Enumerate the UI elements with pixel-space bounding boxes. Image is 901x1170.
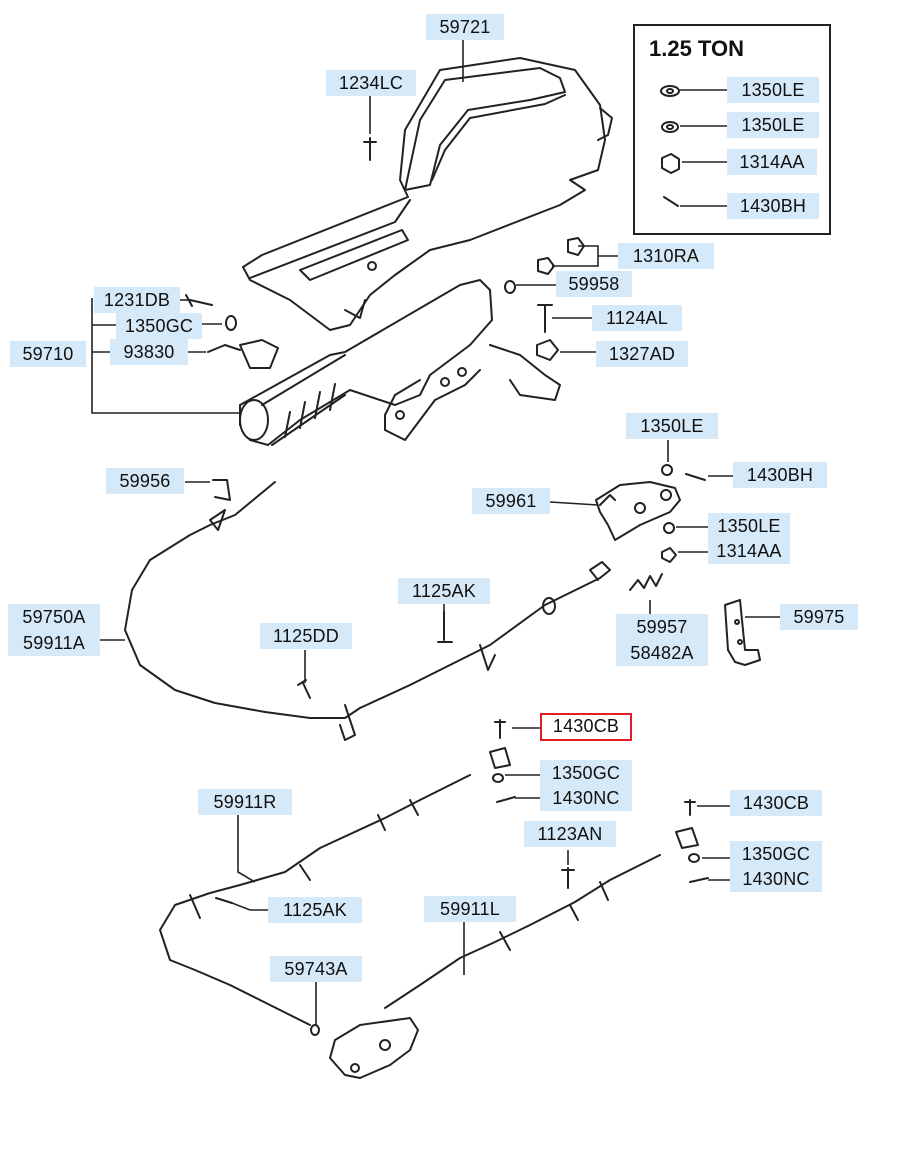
bolt-1125dd-part xyxy=(297,679,311,699)
part-label-1123an[interactable]: 1123AN xyxy=(524,821,616,847)
bolt-1124al-part xyxy=(537,304,553,333)
part-label-59961[interactable]: 59961 xyxy=(472,488,550,514)
part-label-1350gc-lever[interactable]: 1350GC xyxy=(116,313,202,339)
clip-1430cb-part xyxy=(489,747,511,769)
leader-lines xyxy=(91,40,780,1025)
part-label-1350le-inset-1[interactable]: 1350LE xyxy=(727,77,819,103)
spring-59957-part xyxy=(629,573,663,591)
part-label-59956[interactable]: 59956 xyxy=(106,468,184,494)
inset-title: 1.25 TON xyxy=(649,36,744,61)
bolt-1123an-part xyxy=(561,867,575,889)
part-label-1234lc[interactable]: 1234LC xyxy=(326,70,416,96)
nut-59958-part xyxy=(504,280,516,294)
part-label-1314aa-inset[interactable]: 1314AA xyxy=(727,149,817,175)
part-label-1350le-inset-2[interactable]: 1350LE xyxy=(727,112,819,138)
equalizer-59961-part xyxy=(595,481,681,541)
part-label-58482a: 58482A xyxy=(630,643,694,663)
rear-cable-left-part xyxy=(384,854,661,1009)
part-label-1231db[interactable]: 1231DB xyxy=(94,287,180,313)
part-label-59743a[interactable]: 59743A xyxy=(270,956,362,982)
part-label-1125ak-front[interactable]: 1125AK xyxy=(398,578,490,604)
inset-pin-part xyxy=(663,196,679,207)
part-label-93830[interactable]: 93830 xyxy=(110,339,188,365)
parking-lever-part xyxy=(239,279,561,446)
part-label-59750a: 59750A xyxy=(22,607,86,627)
part-label-59958[interactable]: 59958 xyxy=(556,271,632,297)
bolt-1125ak-rear-part xyxy=(215,897,233,904)
bracket-59975-part xyxy=(724,599,761,666)
part-label-1350gc-rear-2[interactable]: 1350GC xyxy=(730,841,822,867)
pin-1430bh-part xyxy=(685,473,706,481)
inset-nut-part xyxy=(661,153,680,174)
part-label-1327ad[interactable]: 1327AD xyxy=(596,341,688,367)
part-label-1430bh-inset[interactable]: 1430BH xyxy=(727,193,819,219)
console-cover-part xyxy=(242,57,613,331)
part-label-59911l[interactable]: 59911L xyxy=(424,896,516,922)
part-label-1350gc-rear-1[interactable]: 1350GC xyxy=(540,760,632,786)
part-label-1125dd[interactable]: 1125DD xyxy=(260,623,352,649)
part-label-59750a-59911a[interactable]: 59750A 59911A xyxy=(8,604,100,656)
part-label-1314aa[interactable]: 1314AA xyxy=(708,538,790,564)
rear-cable-right-part xyxy=(159,774,471,1026)
part-label-1124al[interactable]: 1124AL xyxy=(592,305,682,331)
part-label-59721[interactable]: 59721 xyxy=(426,14,504,40)
washer-1350gc-part xyxy=(225,315,237,331)
washer-1350le-part xyxy=(661,464,675,534)
part-label-59710[interactable]: 59710 xyxy=(10,341,86,367)
nut-59743a-part xyxy=(310,1024,320,1036)
part-label-59911r[interactable]: 59911R xyxy=(198,789,292,815)
switch-93830-part xyxy=(207,339,279,369)
nut-1310ra-part xyxy=(537,237,585,275)
front-cable-part xyxy=(124,479,611,741)
part-label-59911a: 59911A xyxy=(23,633,85,653)
inset-washer-1-part xyxy=(660,85,680,97)
part-label-59957: 59957 xyxy=(636,617,688,637)
part-label-1310ra[interactable]: 1310RA xyxy=(618,243,714,269)
part-label-1430nc-rear-2[interactable]: 1430NC xyxy=(730,866,822,892)
part-label-59957-58482a[interactable]: 59957 58482A xyxy=(616,614,708,666)
bolt-1430cb-top-part xyxy=(494,719,506,739)
pin-1430nc-part xyxy=(496,796,709,883)
part-label-1350le-equalizer[interactable]: 1350LE xyxy=(626,413,718,439)
inset-washer-2-part xyxy=(661,121,679,133)
washer-1350gc-right-part xyxy=(492,773,700,863)
part-label-1430nc-rear-1[interactable]: 1430NC xyxy=(540,785,632,811)
part-label-59975[interactable]: 59975 xyxy=(780,604,858,630)
part-label-1430bh[interactable]: 1430BH xyxy=(733,462,827,488)
rear-equalizer-part xyxy=(329,1017,419,1079)
nut-1327ad-part xyxy=(536,339,559,361)
part-label-1430cb-rear[interactable]: 1430CB xyxy=(730,790,822,816)
part-label-1125ak-rear[interactable]: 1125AK xyxy=(268,897,362,923)
bolt-1234lc-part xyxy=(363,137,377,161)
bolt-1125ak-part xyxy=(437,611,453,643)
nut-1314aa-part xyxy=(661,547,677,563)
tonnage-inset-box: 1.25 TON xyxy=(633,24,831,235)
part-label-1430cb-selected[interactable]: 1430CB xyxy=(540,713,632,741)
part-label-1350le-nut[interactable]: 1350LE xyxy=(708,513,790,539)
clip-1430cb-right-part xyxy=(675,799,699,849)
